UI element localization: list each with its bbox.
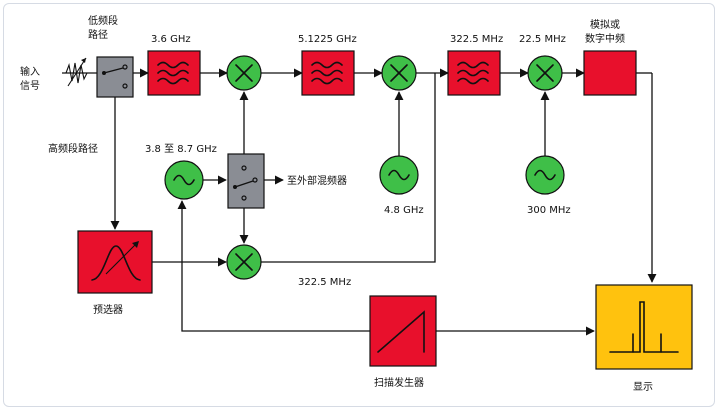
label-preselector: 预选器 [93,303,123,316]
display-trace-icon [609,301,679,353]
label-f3: 322.5 MHz [450,34,503,45]
lowband-switch[interactable] [96,56,134,98]
label-f4: 22.5 MHz [519,34,566,45]
filter-icon [311,61,343,85]
label-display: 显示 [633,381,653,393]
lo-switch[interactable] [227,153,265,209]
filter-5p1225ghz[interactable] [301,50,355,96]
mixer-4[interactable] [226,244,262,280]
label-lo2: 4.8 GHz [384,205,424,216]
filter-icon [157,61,189,85]
label-sweep: 扫描发生器 [374,376,424,389]
preselector-block[interactable] [77,230,153,294]
label-preselect-if: 322.5 MHz [298,277,351,288]
diagram-frame [3,3,715,407]
label-digital-1: 模拟或 [590,18,620,31]
label-input-2: 信号 [20,80,40,92]
mixer-icon [235,253,253,271]
sawtooth-icon [377,310,425,353]
mixer-3[interactable] [527,55,563,91]
label-f1: 3.6 GHz [151,34,191,45]
oscillator-icon [173,174,195,186]
lo2-oscillator[interactable] [379,155,419,195]
label-digital-2: 数字中频 [585,32,625,45]
signal-wires [62,68,657,336]
switch-icon [102,64,128,89]
switch-icon [233,165,258,201]
mixer-icon [536,64,554,82]
filter-icon [457,61,489,85]
digital-if-block[interactable] [583,50,637,96]
wire-mixer4-ifpath [261,73,436,263]
label-highband: 高频段路径 [48,142,98,155]
mixer-icon [235,64,253,82]
mixer-1[interactable] [226,55,262,91]
label-f2: 5.1225 GHz [298,34,357,45]
filter-3p6ghz[interactable] [147,50,201,96]
input-attenuator-icon [65,57,88,87]
wire-sweep-lo1 [177,200,370,332]
label-lowband-2: 路径 [88,28,108,41]
label-lo1: 3.8 至 8.7 GHz [145,143,217,155]
label-lo3: 300 MHz [527,205,571,216]
label-lowband-1: 低频段 [88,14,118,27]
label-external: 至外部混频器 [287,174,347,187]
preselector-curve-icon [91,241,141,281]
lo3-oscillator[interactable] [525,155,565,195]
filter-322p5mhz[interactable] [447,50,501,96]
mixer-2[interactable] [381,55,417,91]
mixer-icon [390,64,408,82]
label-input-1: 输入 [20,65,40,78]
diagram-labels: 输入 信号 低频段 路径 高频段路径 3.6 GHz 5.1225 GHz 32… [20,14,653,393]
lo1-oscillator[interactable] [164,160,204,200]
sweep-generator-block[interactable] [369,295,437,367]
oscillator-icon [388,169,410,181]
oscillator-icon [534,169,556,181]
display-block[interactable] [595,284,693,370]
